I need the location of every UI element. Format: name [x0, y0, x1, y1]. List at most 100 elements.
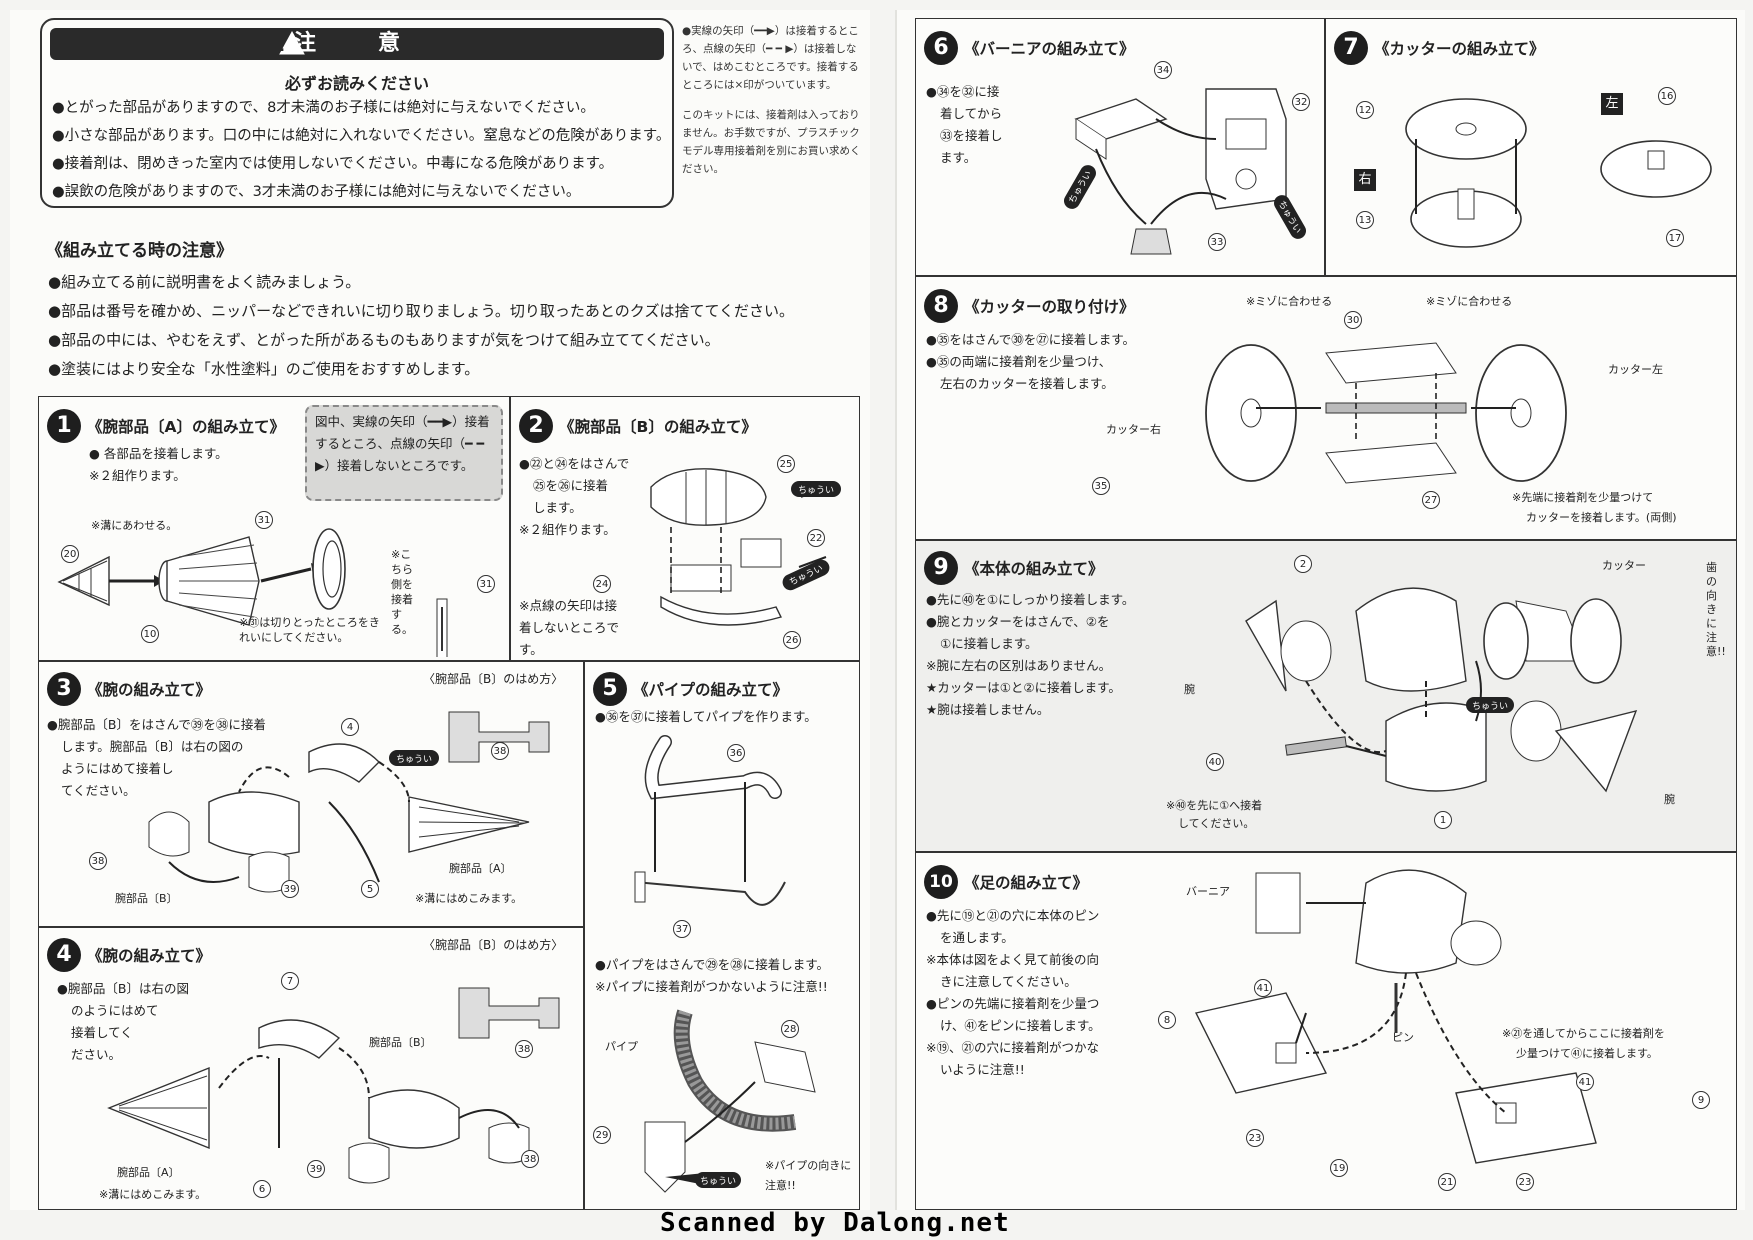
step-instructions: ●先に⑲と㉑の穴に本体のピン を通します。 ※本体は図をよく見て前後の向 きに注… [926, 908, 1101, 1077]
side-note: ●実線の矢印（━━▶）は接着するところ、点線の矢印（━ ━ ▶）は接着しないで、… [682, 22, 862, 190]
step-title: 《カッターの組み立て》 [1374, 40, 1545, 58]
first-note: ※㊵を先に①へ接着 [1166, 799, 1263, 812]
caution-item: ●小さな部品があります。口の中には絶対に入れないでください。窒息などの危険があり… [52, 128, 671, 144]
part-number-30: 30 [1344, 311, 1362, 329]
pipe-direction-note: ※パイプの向きに注意!! [765, 1159, 852, 1192]
part-number-34: 34 [1154, 61, 1172, 79]
part-number-35: 35 [1092, 477, 1110, 495]
part-number-38b: 38 [521, 1150, 539, 1168]
vernier-diagram: ちゅうい ちゅうい [1064, 88, 1306, 255]
step-title: 《パイプの組み立て》 [633, 681, 789, 699]
step-title: 《腕部品〔B〕の組み立て》 [559, 418, 757, 436]
arm-label-2: 腕 [1664, 793, 1675, 806]
step-number: 9 [924, 551, 958, 585]
arm-assembly-diagram: ちゅうい [148, 711, 550, 893]
glue-note-2: 少量つけて㊶に接着します。 [1516, 1047, 1658, 1060]
pin-label: ピン [1392, 1031, 1414, 1044]
step-title: 《カッターの取り付け》 [964, 298, 1135, 316]
left-tag: 左 [1601, 93, 1623, 115]
caution-title: 注 意 [293, 31, 420, 56]
part-a-label: 腕部品〔A〕 [449, 862, 512, 875]
caution-tag: ちゅうい [798, 485, 834, 496]
warning-icon: ! [279, 30, 305, 55]
part-number-25: 25 [777, 455, 795, 473]
step-instructions: ●㉟をはさんで㉚を㉗に接着します。 ●㉟の両端に接着剤を少量つけ、 左右のカッタ… [926, 332, 1136, 391]
step-number: 3 [47, 672, 81, 706]
caution-tag: ちゅうい [396, 754, 432, 765]
part-number-10: 10 [141, 625, 159, 643]
part-number-7: 7 [281, 972, 299, 990]
fit-label: 〈腕部品〔B〕のはめ方〉 [423, 938, 564, 952]
body-assembly-diagram: ちゅうい [1245, 587, 1638, 793]
part-number-36: 36 [727, 744, 745, 762]
part-number-41b: 41 [1576, 1073, 1594, 1091]
part-number-32: 32 [1292, 93, 1310, 111]
step-6: 6 《バーニアの組み立て》 ●㉞を㉜に接 着してから ㉝を接着し ます。 ちゅう… [915, 18, 1325, 276]
caution-tag: ちゅうい [1472, 701, 1508, 712]
step-instructions: ●㉞を㉜に接 着してから ㉝を接着し ます。 [926, 84, 1003, 165]
glue-note: ※㉑を通してからここに接着剤を [1502, 1027, 1665, 1040]
part-number-16: 16 [1658, 87, 1676, 105]
step-instructions: ●㊱を㊲に接着してパイプを作ります。 [595, 709, 817, 724]
part-b-label: 腕部品〔B〕 [115, 892, 178, 905]
part-number-38: 38 [515, 1040, 533, 1058]
glue-note: このキットには、接着剤は入っておりません。お手数ですが、プラスチックモデル専用接… [682, 109, 861, 175]
step-instructions: ●腕部品〔B〕をはさんで㊴を㊳に接着 します。腕部品〔B〕は右の図の ようにはめ… [47, 717, 266, 798]
step-8: 8 《カッターの取り付け》 ●㉟をはさんで㉚を㉗に接着します。 ●㉟の両端に接着… [915, 276, 1737, 540]
part-number-5: 5 [361, 880, 379, 898]
step-title: 《足の組み立て》 [964, 874, 1089, 892]
step-title: 《腕の組み立て》 [87, 947, 212, 965]
caution-item: ●誤飲の危険がありますので、3才未満のお子様には絶対に与えないでください。 [52, 184, 581, 200]
tips-list: ●組み立てる前に説明書をよく読みましょう。 ●部品は番号を確かめ、ニッパーなどで… [48, 268, 794, 384]
step-10: 10 《足の組み立て》 ●先に⑲と㉑の穴に本体のピン を通します。 ※本体は図を… [915, 852, 1737, 1210]
step-title: 《本体の組み立て》 [964, 560, 1104, 578]
cut-note: ※㉛は切りとったところをきれいにしてください。 [239, 616, 380, 644]
right-tag: 右 [1354, 169, 1376, 191]
step-number: 6 [924, 31, 958, 65]
step-1: 1 《腕部品〔A〕の組み立て》 ● 各部品を接着します。 ※２組作ります。 図中… [38, 396, 510, 661]
step-number: 8 [924, 289, 958, 323]
caution-subtitle: 必ずお読みください [284, 74, 429, 93]
part-number-27: 27 [1422, 491, 1440, 509]
part-number-9: 9 [1692, 1091, 1710, 1109]
step-2: 2 《腕部品〔B〕の組み立て》 ●㉒と㉔をはさんで ㉕を㉖に接着 します。 ※２… [510, 396, 860, 661]
step-number: 1 [47, 409, 81, 443]
step-9: 9 《本体の組み立て》 ●先に㊵を①にしっかり接着します。 ●腕とカッターをはさ… [915, 540, 1737, 852]
part-number-13: 13 [1356, 211, 1374, 229]
part-number-26: 26 [783, 631, 801, 649]
arrow-legend: ●実線の矢印（━━▶）は接着するところ、点線の矢印（━ ━ ▶）は接着しないで、… [682, 25, 859, 91]
part-number-40: 40 [1206, 753, 1224, 771]
arm-assembly-diagram-2 [107, 987, 560, 1184]
left-page: ! 注 意 必ずお読みください ●とがった部品がありますので、8才未満のお子様に… [10, 10, 870, 1210]
groove-note: ※溝にはめこみます。 [415, 892, 523, 905]
part-b-label: 腕部品〔B〕 [369, 1036, 432, 1049]
step-instructions-2: ●パイプをはさんで㉙を㉘に接着します。 ※パイプに接着剤がつかないように注意!! [595, 957, 830, 994]
part-number-37: 37 [673, 920, 691, 938]
part-number-12: 12 [1356, 101, 1374, 119]
caution-item: ●接着剤は、閉めきった室内では使用しないでください。中毒になる危険があります。 [52, 156, 614, 172]
step-instructions: ●㉒と㉔をはさんで ㉕を㉖に接着 します。 ※２組作ります。 [519, 456, 630, 537]
step-4: 4 《腕の組み立て》 ●腕部品〔B〕は右の図 のようにはめて 接着してく ださい… [38, 927, 584, 1210]
step-number: 5 [593, 672, 627, 706]
part-number-33: 33 [1208, 233, 1226, 251]
first-note-2: してください。 [1178, 817, 1255, 830]
pipe-label: パイプ [605, 1040, 638, 1053]
tip-item: ●組み立てる前に説明書をよく読みましょう。 [48, 273, 361, 291]
tip-item: ●塗装にはより安全な「水性塗料」のご使用をおすすめします。 [48, 360, 480, 378]
part-number-19: 19 [1330, 1159, 1348, 1177]
cutter-right-label: カッター右 [1106, 423, 1161, 436]
step-number: 7 [1334, 31, 1368, 65]
step-title: 《腕の組み立て》 [87, 681, 212, 699]
part-number-6: 6 [253, 1180, 271, 1198]
part-number-17: 17 [1666, 229, 1684, 247]
part-number-23b: 23 [1516, 1173, 1534, 1191]
cutter-left-label: カッター左 [1608, 363, 1663, 376]
caution-item: ●とがった部品がありますので、8才未満のお子様には絶対に与えないでください。 [52, 100, 595, 116]
arm-part-b-diagram: ちゅうい ちゅうい [650, 468, 841, 626]
step-instructions: ●腕部品〔B〕は右の図 のようにはめて 接着してく ださい。 [57, 981, 189, 1062]
arm-part-a-diagram [57, 528, 448, 657]
cutter-label: カッター [1602, 559, 1646, 572]
vernier-label: バーニア [1186, 885, 1230, 898]
part-number-29: 29 [593, 1126, 611, 1144]
part-number-31b: 31 [477, 575, 495, 593]
